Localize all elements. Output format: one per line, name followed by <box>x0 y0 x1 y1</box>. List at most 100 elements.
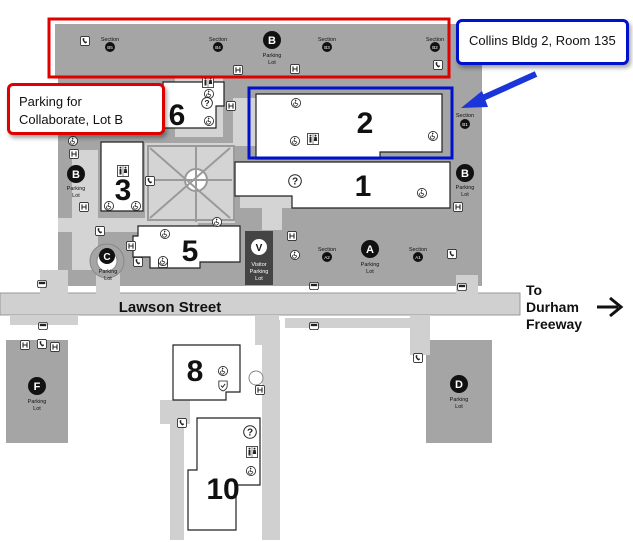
help-icon <box>243 425 257 439</box>
handicap-icon <box>160 229 170 239</box>
building-2[interactable] <box>255 93 443 160</box>
plaza-paths <box>147 145 235 222</box>
svg-text:Lot: Lot <box>72 193 80 199</box>
svg-text:Section: Section <box>409 247 427 253</box>
building-8[interactable] <box>172 344 241 401</box>
svg-text:Lot: Lot <box>268 60 276 66</box>
bus-stop-icon <box>309 282 319 290</box>
building-5-number: 5 <box>182 235 199 268</box>
handicap-icon <box>131 201 141 211</box>
handicap-icon <box>204 89 214 99</box>
svg-text:B: B <box>72 169 80 181</box>
bus-stop-icon <box>457 283 467 291</box>
handicap-icon <box>212 217 222 227</box>
svg-text:Parking: Parking <box>361 262 380 268</box>
handicap-icon <box>417 188 427 198</box>
svg-text:A: A <box>366 244 374 256</box>
svg-text:Section: Section <box>209 37 227 43</box>
phone-icon <box>413 353 423 363</box>
svg-text:Visitor: Visitor <box>251 262 266 268</box>
hospital-h-icon <box>20 340 30 350</box>
lot-c-marker[interactable]: C Parking Lot <box>99 248 118 282</box>
svg-text:Lot: Lot <box>366 269 374 275</box>
section-b4: Section B4 <box>209 37 227 52</box>
lot-b-highlight <box>47 17 451 79</box>
svg-text:Parking: Parking <box>450 397 469 403</box>
svg-text:Lot: Lot <box>455 404 463 410</box>
building-2-number: 2 <box>357 107 374 140</box>
handicap-icon <box>290 250 300 260</box>
lot-b-west-marker[interactable]: B Parking Lot <box>67 165 86 199</box>
svg-text:A1: A1 <box>415 255 421 260</box>
building-10[interactable] <box>187 417 261 531</box>
svg-text:Parking: Parking <box>99 269 118 275</box>
svg-text:A2: A2 <box>324 255 330 260</box>
hospital-h-icon <box>233 65 243 75</box>
lot-b-marker[interactable]: B Parking Lot <box>263 31 282 66</box>
bus-stop-icon <box>37 280 47 288</box>
lot-d-marker[interactable]: D Parking Lot <box>450 375 469 410</box>
handicap-icon <box>291 98 301 108</box>
lot-f-marker[interactable]: F Parking Lot <box>28 377 47 412</box>
handicap-icon <box>204 116 214 126</box>
help-icon <box>201 97 213 109</box>
svg-text:Section: Section <box>101 37 119 43</box>
svg-text:B4: B4 <box>215 45 221 50</box>
phone-icon <box>447 249 457 259</box>
security-shield-icon <box>218 380 228 392</box>
section-a1: Section A1 <box>409 247 427 262</box>
phone-icon <box>95 226 105 236</box>
svg-text:Section: Section <box>318 247 336 253</box>
handicap-icon <box>218 366 228 376</box>
handicap-icon <box>428 131 438 141</box>
svg-text:To: To <box>526 282 542 298</box>
restroom-icon <box>117 165 129 177</box>
section-a2: Section A2 <box>318 247 336 262</box>
bus-stop-icon <box>38 322 48 330</box>
handicap-icon <box>68 136 78 146</box>
building-1-number: 1 <box>355 170 372 203</box>
phone-icon <box>145 176 155 186</box>
hospital-h-icon <box>290 64 300 74</box>
svg-text:Parking: Parking <box>28 399 47 405</box>
hospital-h-icon <box>79 202 89 212</box>
phone-icon <box>133 257 143 267</box>
handicap-icon <box>104 201 114 211</box>
section-b3: Section B3 <box>318 37 336 52</box>
svg-text:Lot: Lot <box>255 276 263 282</box>
svg-text:Lot: Lot <box>461 192 469 198</box>
phone-icon <box>177 418 187 428</box>
hospital-h-icon <box>126 241 136 251</box>
svg-text:Parking: Parking <box>456 185 475 191</box>
svg-text:Durham: Durham <box>526 299 579 315</box>
parking-callout: Parking for Collaborate, Lot B <box>7 83 165 135</box>
lot-b-top-area <box>55 24 451 76</box>
building-1[interactable] <box>234 161 451 209</box>
help-icon <box>288 174 302 188</box>
svg-text:Freeway: Freeway <box>526 316 582 332</box>
east-arrow-icon <box>597 296 624 318</box>
section-b2: Section B2 <box>426 37 444 52</box>
lot-b-east-marker[interactable]: B Parking Lot <box>456 164 475 198</box>
lot-a-marker[interactable]: A Parking Lot <box>361 240 380 275</box>
svg-text:Parking: Parking <box>250 269 269 275</box>
building-10-number: 10 <box>206 473 239 506</box>
svg-text:Parking: Parking <box>263 53 282 59</box>
turnaround-circle <box>248 370 264 386</box>
phone-icon <box>37 339 47 349</box>
phone-icon <box>80 36 90 46</box>
svg-text:Section: Section <box>456 113 474 119</box>
section-b5: Section B5 <box>101 37 119 52</box>
hospital-h-icon <box>50 342 60 352</box>
roads <box>0 258 521 540</box>
hospital-h-icon <box>226 101 236 111</box>
hospital-h-icon <box>69 149 79 159</box>
hospital-h-icon <box>453 202 463 212</box>
lot-v-marker[interactable]: V Visitor Parking Lot <box>250 239 269 282</box>
svg-text:V: V <box>256 243 263 254</box>
restroom-icon <box>307 133 319 145</box>
svg-text:B1: B1 <box>462 122 468 127</box>
svg-text:B: B <box>268 35 276 47</box>
phone-icon <box>433 60 443 70</box>
